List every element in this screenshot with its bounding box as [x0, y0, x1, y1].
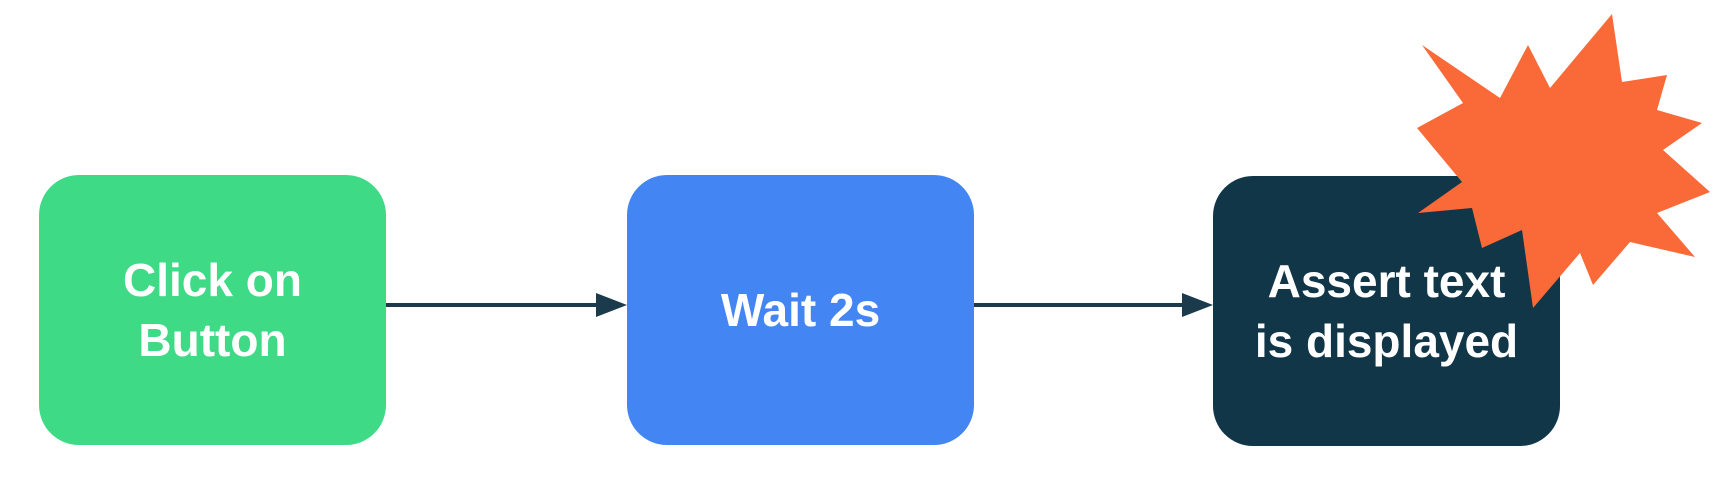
flow-node-click-on-button: Click on Button: [39, 175, 386, 445]
flow-node-wait-2s: Wait 2s: [627, 175, 974, 445]
node-label-line: Button: [138, 314, 287, 366]
node-label-line: is displayed: [1254, 315, 1519, 367]
node-label-line: Wait 2s: [720, 284, 881, 336]
arrow-step2-to-step3: [974, 293, 1213, 317]
arrowhead-icon: [1182, 293, 1213, 317]
flow-node-assert-text: Assert text is displayed: [1213, 176, 1560, 446]
arrowhead-icon: [596, 293, 627, 317]
node-label-line: Assert text: [1267, 255, 1506, 307]
arrow-step1-to-step2: [386, 293, 627, 317]
node-label-line: Click on: [123, 254, 302, 306]
